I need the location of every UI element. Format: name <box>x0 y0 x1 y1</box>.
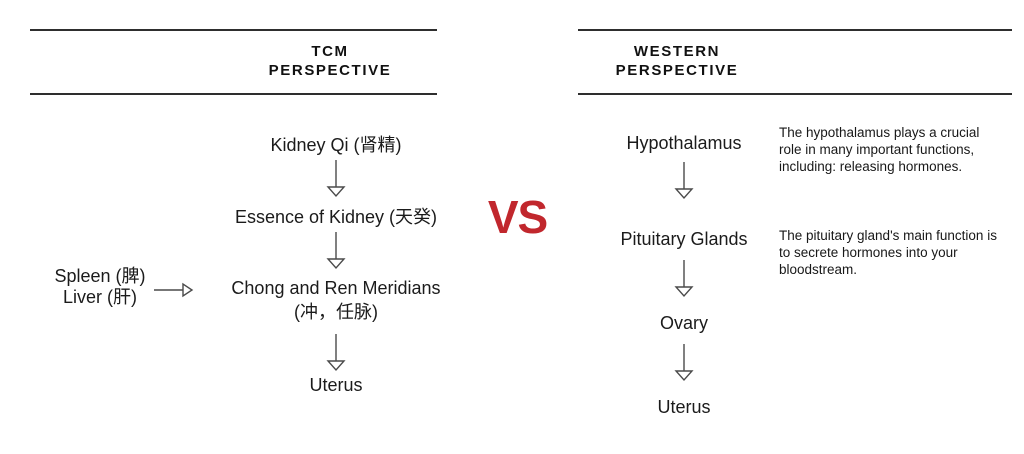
vs-label: VS <box>487 191 548 243</box>
tcm-header-bottom-rule <box>30 93 437 95</box>
western-header-line2: PERSPECTIVE <box>615 62 739 79</box>
hypothalamus-note: The hypothalamus plays a crucial role in… <box>779 125 980 174</box>
tcm-node-chong-ren-line2: (冲，任脉) <box>294 302 378 322</box>
tcm-header-line1: TCM <box>311 43 349 60</box>
tcm-header-line2: PERSPECTIVE <box>268 62 392 79</box>
tcm-node-chong-ren-meridians: Chong and Ren Meridians (冲，任脉) <box>176 276 496 324</box>
arrow-down-icon <box>326 334 346 377</box>
arrow-right-icon <box>153 282 195 303</box>
tcm-node-spleen-liver: Spleen (脾) Liver (肝) <box>20 266 180 308</box>
arrow-down-icon <box>326 232 346 275</box>
western-node-hypothalamus: Hypothalamus <box>626 133 742 153</box>
pituitary-note: The pituitary gland's main function is t… <box>779 228 997 277</box>
western-node-pituitary-glands: Pituitary Glands <box>620 229 748 249</box>
western-header: WESTERN PERSPECTIVE <box>577 42 777 80</box>
tcm-node-uterus: Uterus <box>309 375 363 395</box>
arrow-down-icon <box>674 344 694 387</box>
western-node-uterus: Uterus <box>657 397 711 417</box>
tcm-header: TCM PERSPECTIVE <box>230 42 430 80</box>
tcm-node-spleen: Spleen (脾) <box>54 266 146 286</box>
arrow-down-icon <box>674 162 694 205</box>
tcm-header-top-rule <box>30 29 437 31</box>
western-header-top-rule <box>578 29 1012 31</box>
tcm-node-kidney-qi: Kidney Qi (肾精) <box>270 135 402 155</box>
tcm-node-essence-of-kidney: Essence of Kidney (天癸) <box>234 207 438 227</box>
arrow-down-icon <box>674 260 694 303</box>
western-header-line1: WESTERN <box>633 43 721 60</box>
western-node-ovary: Ovary <box>659 313 708 333</box>
western-header-bottom-rule <box>578 93 1012 95</box>
arrow-down-icon <box>326 160 346 203</box>
tcm-node-liver: Liver (肝) <box>62 287 137 307</box>
tcm-node-chong-ren-line1: Chong and Ren Meridians <box>231 278 441 298</box>
